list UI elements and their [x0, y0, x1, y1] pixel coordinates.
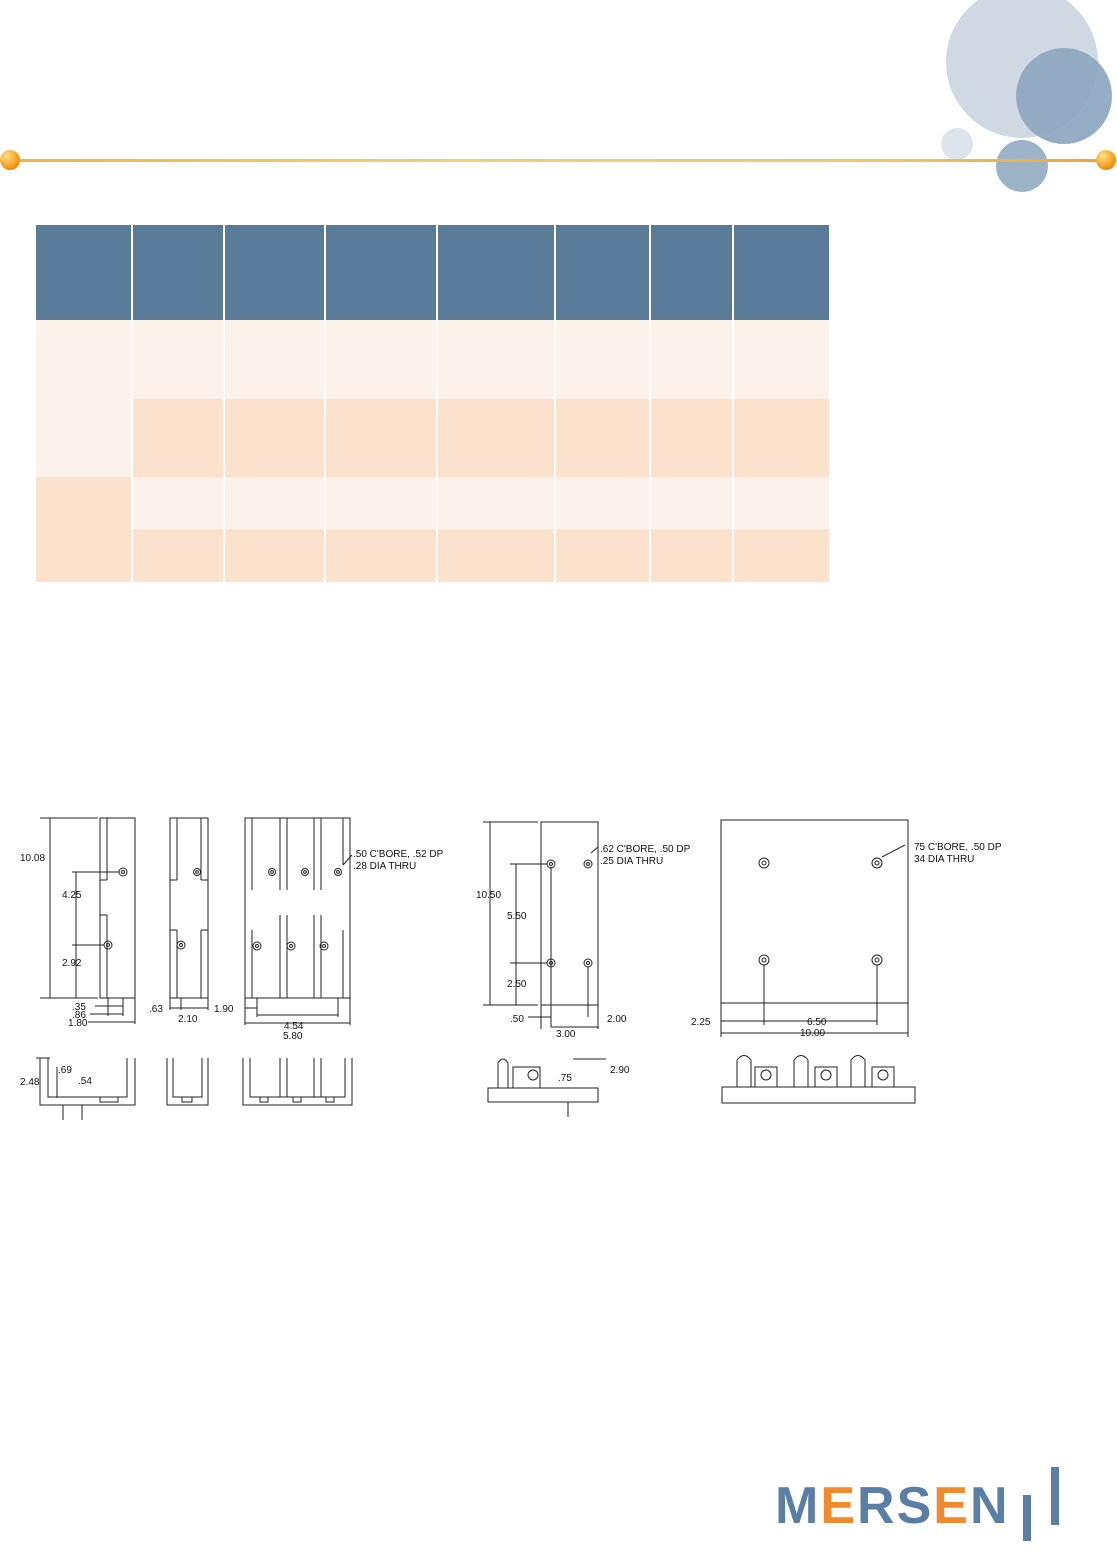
table-cell: [554, 477, 649, 529]
table-cell: [324, 320, 436, 399]
dim-label: 1.80: [68, 1018, 88, 1029]
header-cell: [223, 225, 436, 320]
dim-label: 2.50: [507, 979, 527, 990]
table-cell: [649, 320, 732, 399]
table-row: [131, 529, 829, 582]
svg-text:MERSEN: MERSEN: [775, 1477, 1010, 1535]
panel-3-heatsink: [242, 817, 353, 1106]
table-cell: [131, 320, 223, 399]
table-cell: [732, 477, 829, 529]
header-cell: [649, 225, 732, 320]
table-cell: [649, 399, 732, 477]
dim-label: 10.08: [20, 853, 45, 864]
dim-label: .69: [58, 1065, 72, 1076]
bubbles-graphic: [941, 0, 1112, 192]
table-cell: [554, 529, 649, 582]
header-cell: [436, 225, 649, 320]
panel-4-heatsink: [483, 821, 606, 1117]
mersen-logo: MERSEN: [775, 1465, 1065, 1545]
table-cell: [223, 399, 324, 477]
table-cell: [732, 320, 829, 399]
table-cell: [131, 529, 223, 582]
table-cell: [554, 320, 649, 399]
table-cell: [732, 529, 829, 582]
header-decoration: [0, 0, 1117, 200]
table-cell: [223, 320, 324, 399]
table-cell: [649, 477, 732, 529]
dim-label: .54: [78, 1076, 92, 1087]
table-cell: [649, 529, 732, 582]
dim-label: 10.50: [476, 890, 501, 901]
table-cell: [554, 399, 649, 477]
table-cell: [732, 399, 829, 477]
header-cell: [732, 225, 829, 320]
table-row: [131, 399, 829, 477]
dim-label: 2.92: [62, 958, 82, 969]
table-cell: [324, 529, 436, 582]
dim-label: 2.00: [607, 1014, 627, 1025]
table-cell: [131, 477, 223, 529]
dim-label: .50: [510, 1014, 524, 1025]
note-text: 34 DIA THRU: [914, 854, 974, 865]
note-text: .62 C'BORE, .50 DP: [600, 844, 691, 855]
note-text: .28 DIA THRU: [353, 861, 416, 872]
dim-label: .75: [558, 1073, 572, 1084]
dim-label: .63: [149, 1004, 163, 1015]
panel-2-heatsink: [166, 817, 209, 1106]
dim-label: 3.00: [556, 1029, 576, 1040]
header-cell: [36, 225, 131, 320]
dim-label: 2.25: [691, 1017, 711, 1028]
table-cell: [223, 477, 324, 529]
dim-label: 1.90: [214, 1004, 234, 1015]
table-cell: [131, 399, 223, 477]
dim-label: 10.00: [800, 1028, 825, 1039]
table-cell: [223, 529, 324, 582]
panel-1-heatsink: [36, 817, 136, 1120]
dim-label: 4.54: [284, 1021, 304, 1032]
table-row: [131, 320, 829, 399]
header-cell: [131, 225, 223, 320]
group-cell: [36, 477, 131, 582]
dimension-drawing-svg: 10.08 4.25 2.92 .35 .86 1.80 2.48 .69 .5…: [20, 817, 1002, 1120]
dim-label: .35: [72, 1002, 86, 1013]
dimension-drawing: 10.08 4.25 2.92 .35 .86 1.80 2.48 .69 .5…: [0, 805, 1117, 1135]
table-cell: [436, 399, 554, 477]
dim-label: 2.90: [610, 1065, 630, 1076]
note-text: .25 DIA THRU: [600, 856, 663, 867]
header-rule: [10, 159, 1106, 162]
table-cell: [436, 529, 554, 582]
table-cell: [436, 320, 554, 399]
note-text: .50 C'BORE, .52 DP: [353, 849, 444, 860]
table-cell: [324, 399, 436, 477]
dim-label: 2.10: [178, 1014, 198, 1025]
right-bead: [1096, 150, 1116, 170]
table-header-row: [36, 225, 829, 320]
panel-5-heatsink: [720, 819, 916, 1104]
dim-label: .86: [72, 1010, 86, 1021]
header-subdivider: [554, 225, 556, 320]
dim-label: 5.50: [507, 911, 527, 922]
dim-label: 6.50: [807, 1017, 827, 1028]
left-bead: [0, 150, 20, 170]
group-cell: [36, 320, 131, 477]
header-subdivider: [324, 225, 326, 320]
table-cell: [324, 477, 436, 529]
dim-label: 2.48: [20, 1077, 40, 1088]
dim-label: 4.25: [62, 890, 82, 901]
table-row: [131, 477, 829, 529]
note-text: 75 C'BORE, .50 DP: [914, 842, 1002, 853]
table-cell: [436, 477, 554, 529]
dim-label: 5.80: [283, 1031, 303, 1042]
mersen-logo-svg: MERSEN: [775, 1467, 1059, 1541]
group-separator: [131, 320, 133, 582]
spec-table: [36, 225, 829, 582]
